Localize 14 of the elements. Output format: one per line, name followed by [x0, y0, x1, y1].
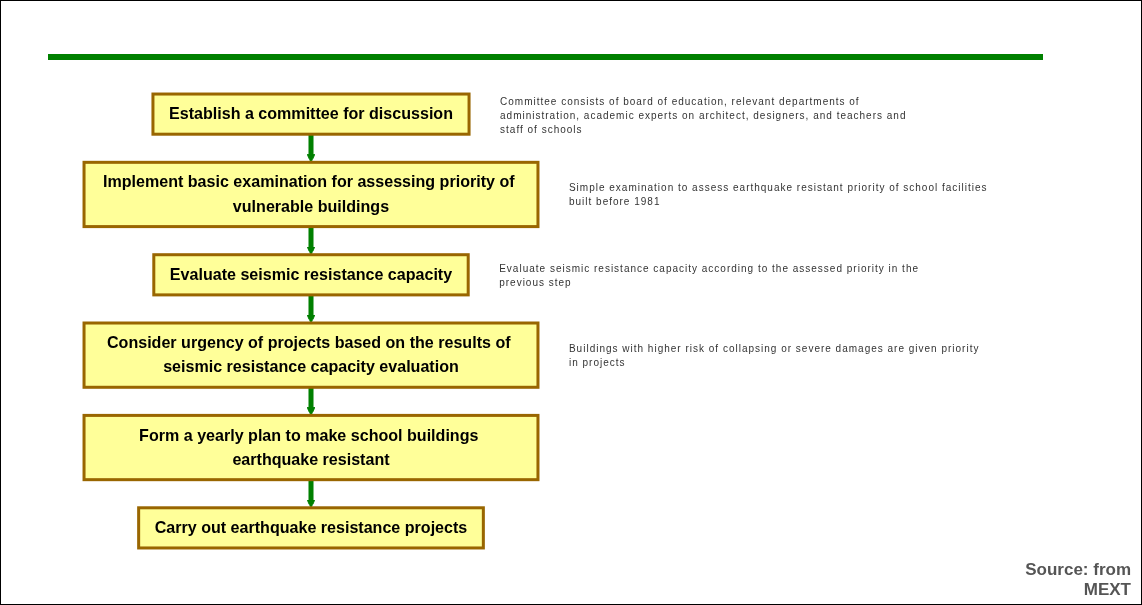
- step-note: Simple examination to assess earthquake resistant priority of school facilities built before 1981: [568, 181, 989, 210]
- process-box: Evaluate seismic resistance capacity: [152, 253, 470, 297]
- step-note: Evaluate seismic resistance capacity according to the assessed priority in the previous step: [499, 261, 920, 290]
- arrow: [306, 134, 316, 163]
- process-box: Consider urgency of projects based on the results of seismic resistance capacity evaluation: [82, 321, 540, 389]
- arrow: [306, 387, 316, 416]
- process-box: Form a yearly plan to make school buildings earthquake resistant: [82, 413, 540, 482]
- step-note: Committee consists of board of education, relevant departments of administration, academic experts on architect, designers, and teachers and staff of schools: [500, 95, 908, 138]
- source-note: Source: from MEXT: [1024, 560, 1131, 600]
- process-box: Carry out earthquake resistance projects: [137, 506, 485, 550]
- process-box: Establish a committee for discussion: [151, 92, 471, 136]
- step-note: Buildings with higher risk of collapsing or severe damages are given priority in projects: [568, 342, 981, 371]
- arrow: [306, 294, 316, 324]
- process-box: Implement basic examination for assessing priority of vulnerable buildings: [82, 160, 540, 229]
